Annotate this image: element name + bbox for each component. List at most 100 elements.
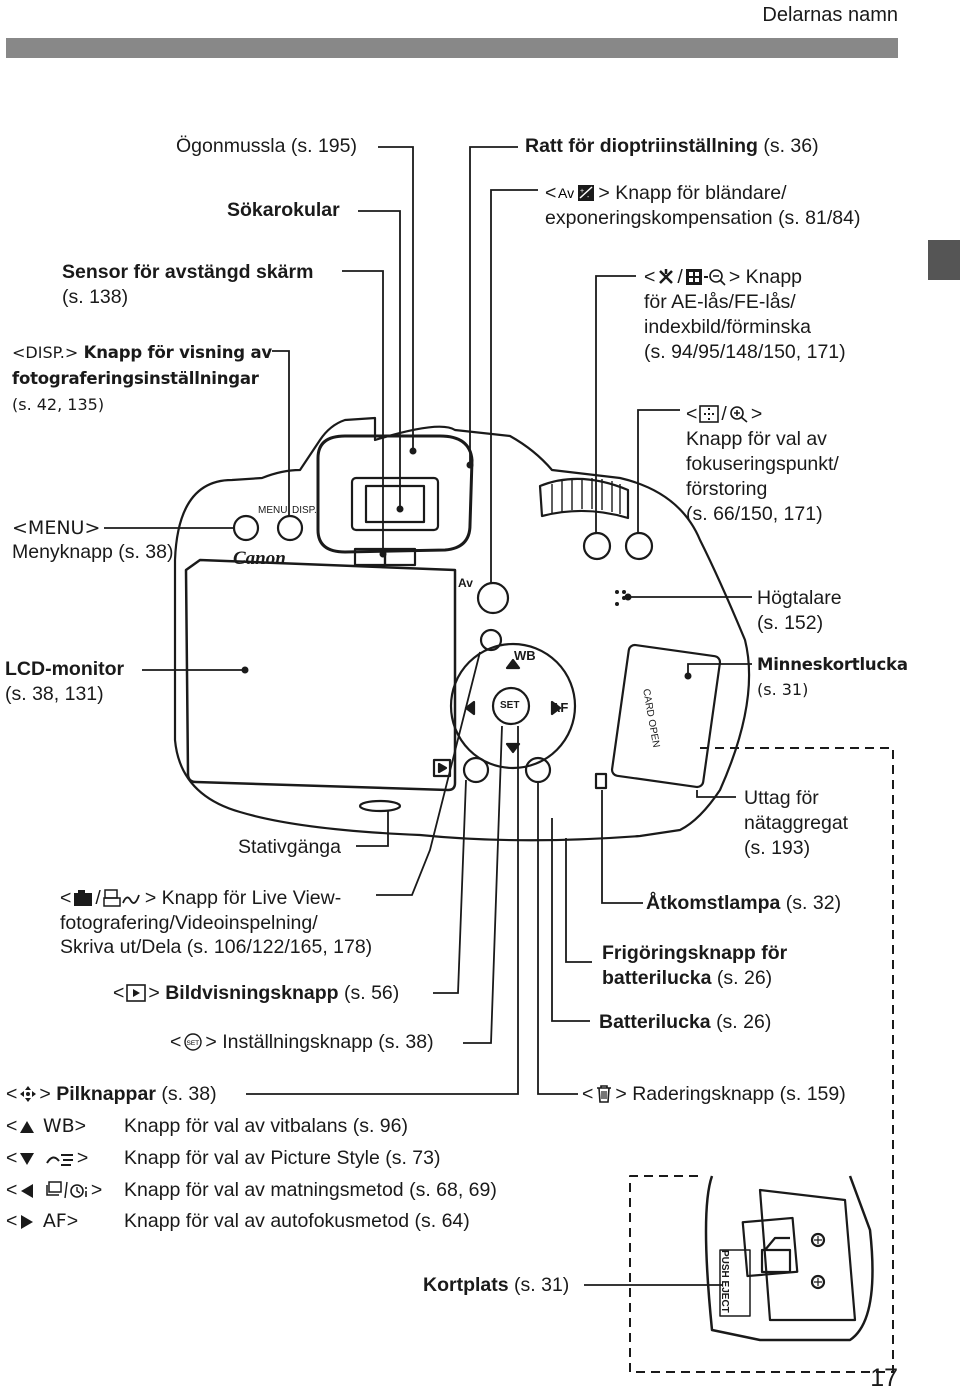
label-afmode-text: Knapp för val av autofokusmetod (s. 64) (124, 1210, 470, 1232)
down-arrow-icon (19, 1151, 35, 1167)
label-af-point-l4: förstoring (686, 478, 768, 500)
label-set-text: Inställningsknapp (s. 38) (222, 1031, 434, 1053)
label-cross-ref: (s. 38) (161, 1083, 217, 1105)
label-erase: <> Raderingsknapp (s. 159) (582, 1083, 846, 1105)
label-af-point-l2: Knapp för val av (686, 428, 827, 450)
label-ae: </> Knapp (644, 266, 803, 288)
live-view-button-shape (479, 628, 503, 652)
label-eyepiece: Sökarokular (227, 199, 340, 221)
wb-mark: WB (514, 648, 536, 663)
label-card-slot: Kortplats (s. 31) (423, 1273, 569, 1298)
label-batt-release-l1: Frigöringsknapp för (602, 942, 788, 964)
eyecup (316, 434, 474, 554)
index-reduce-icon (685, 268, 727, 286)
label-disp-l3: (s. 42, 135) (12, 395, 105, 414)
menu-button-label: MENU (258, 505, 288, 516)
right-arrow-icon (19, 1214, 35, 1230)
label-erase-text: Raderingsknapp (s. 159) (632, 1083, 846, 1105)
label-playback-ref: (s. 56) (343, 982, 400, 1004)
af-mark: AF (551, 700, 569, 715)
label-cross-text: Pilknappar (56, 1083, 156, 1105)
cross-keys-ring (449, 642, 577, 770)
label-drive-text: Knapp för val av matningsmetod (s. 68, 6… (124, 1179, 497, 1201)
label-set: <SET> Inställningsknapp (s. 38) (170, 1031, 434, 1053)
label-live-l1: Knapp för Live View- (161, 887, 342, 909)
label-disp: <DISP.> Knapp för visning av (12, 340, 272, 365)
label-cross-keys: <> Pilknappar (s. 38) (6, 1083, 217, 1105)
playback-button-shape (462, 756, 490, 784)
af-code: AF (42, 1210, 67, 1232)
av-mark: Av (458, 576, 473, 590)
av-button-shape (476, 581, 510, 615)
label-dc-l3: (s. 193) (744, 837, 811, 859)
label-ae-l3: indexbild/förminska (644, 316, 811, 338)
up-arrow-icon (19, 1119, 35, 1135)
label-menu: Menyknapp (s. 38) (12, 541, 174, 563)
disp-code: <DISP.> (12, 343, 79, 362)
label-sensor-l1: Sensor för avstängd skärm (62, 261, 314, 283)
label-av-l2: exponeringskompensation (s. 81/84) (545, 207, 861, 229)
header-bar (6, 38, 898, 58)
label-diopter-text: Ratt för dioptriinställning (525, 135, 758, 157)
af-point-icon (699, 405, 720, 423)
page-title: Delarnas namn (762, 4, 898, 26)
label-afmode-code: < AF> (6, 1210, 79, 1232)
label-menu-code: <MENU> (12, 517, 101, 539)
label-playback-text: Bildvisningsknapp (165, 982, 339, 1004)
ae-lock-button-shape (582, 531, 612, 561)
menu-button-shape (232, 514, 260, 542)
set-button-shape (491, 686, 531, 726)
label-ae-l1: Knapp (745, 266, 803, 288)
label-batt-cover-text: Batterilucka (599, 1011, 711, 1033)
label-live-view: </> Knapp för Live View- (60, 887, 342, 909)
label-batt-release-ref: (s. 26) (716, 967, 773, 989)
label-af-point-l3: fokuseringspunkt/ (686, 453, 839, 475)
svg-text:+: + (580, 188, 584, 195)
set-icon: SET (183, 1033, 203, 1051)
label-wb-code: < WB> (6, 1115, 87, 1137)
label-disp-l1: Knapp för visning av (83, 343, 272, 362)
mode-dial (538, 477, 630, 520)
live-view-icon (73, 889, 93, 907)
wb-code: WB (42, 1115, 75, 1137)
drive-mode-icon (45, 1181, 89, 1199)
svg-text:-: - (587, 194, 590, 201)
label-access-text: Åtkomstlampa (646, 892, 781, 914)
av-exposure-icon: Av +- (558, 184, 596, 202)
label-ps-code: < > (6, 1147, 89, 1169)
label-access: Åtkomstlampa (s. 32) (646, 891, 841, 916)
label-eyecup: Ögonmussla (s. 195) (176, 135, 357, 157)
label-lcd-l2: (s. 38, 131) (5, 683, 104, 705)
viewfinder-eyepiece (350, 476, 440, 532)
magnify-icon (729, 405, 749, 423)
label-batt-cover-ref: (s. 26) (716, 1011, 772, 1033)
svg-text:SET: SET (187, 1040, 200, 1047)
label-dc-l1: Uttag för (744, 787, 819, 809)
left-arrow-icon (19, 1183, 35, 1199)
label-tripod: Stativgänga (238, 836, 341, 858)
label-ae-l2: för AE-lås/FE-lås/ (644, 291, 796, 313)
label-speaker-l2: (s. 152) (757, 612, 824, 634)
label-dc-l2: nätaggregat (744, 812, 849, 834)
label-diopter-ref: (s. 36) (763, 135, 819, 157)
label-batt-release-l2: batterilucka (s. 26) (602, 966, 772, 991)
ae-lock-icon (657, 268, 675, 286)
chapter-tab (928, 240, 960, 280)
set-mark: SET (500, 700, 520, 711)
page-number: 17 (870, 1364, 898, 1392)
disp-button-shape (276, 514, 304, 542)
label-live-l2: fotografering/Videoinspelning/ (60, 912, 318, 934)
label-card-cover-l1: Minneskortlucka (757, 655, 908, 674)
erase-icon (595, 1085, 613, 1103)
camera-body (173, 416, 751, 842)
label-af-point-l5: (s. 66/150, 171) (686, 503, 823, 525)
brand-logo: Canon (233, 548, 286, 569)
print-share-icon (103, 889, 143, 907)
svg-text:Av: Av (558, 185, 574, 201)
label-ae-l4: (s. 94/95/148/150, 171) (644, 341, 846, 363)
label-live-l3: Skriva ut/Dela (s. 106/122/165, 178) (60, 936, 373, 958)
label-af-point: </> (686, 403, 763, 425)
label-av-l1: Knapp för bländare/ (615, 182, 787, 204)
